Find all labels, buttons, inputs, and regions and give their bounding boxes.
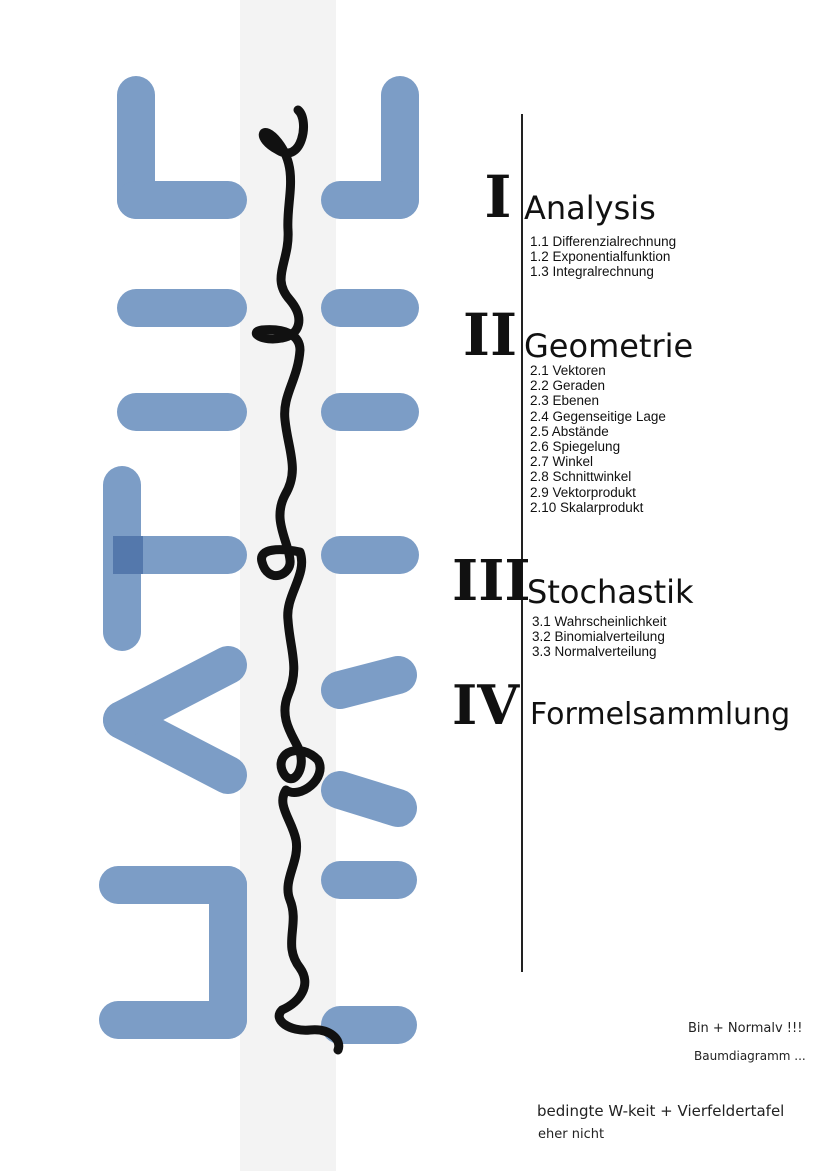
letter-e-shape bbox=[117, 76, 419, 219]
topic-item[interactable]: 2.7 Winkel bbox=[530, 454, 594, 470]
topic-item[interactable]: 2.5 Abstände bbox=[530, 423, 609, 439]
topic-item[interactable]: 2.6 Spiegelung bbox=[530, 439, 621, 455]
topic-item[interactable]: 3.1 Wahrscheinlichkeit bbox=[532, 614, 667, 629]
letter-h-shape bbox=[117, 289, 419, 431]
section-title-geometrie[interactable]: Geometrie bbox=[524, 327, 694, 365]
topic-item[interactable]: 2.9 Vektorprodukt bbox=[530, 484, 636, 500]
topic-item[interactable]: 1.3 Integralrechnung bbox=[530, 264, 654, 280]
geometrie-topic-list: 2.1 Vektoren 2.2 Geraden 2.3 Ebenen 2.4 … bbox=[530, 363, 666, 515]
letter-m-shape bbox=[99, 861, 417, 1044]
section-title-analysis[interactable]: Analysis bbox=[524, 189, 656, 227]
topic-item[interactable]: 1.1 Differenzialrechnung bbox=[530, 234, 677, 249]
overlap-highlight bbox=[113, 536, 143, 574]
section-numeral-2: II bbox=[462, 301, 518, 369]
handwritten-note-2: Baumdiagramm ... bbox=[694, 1049, 806, 1063]
topic-item[interactable]: 3.3 Normalverteilung bbox=[532, 644, 657, 660]
topic-item[interactable]: 3.2 Binomialverteilung bbox=[532, 629, 665, 645]
analysis-topic-list: 1.1 Differenzialrechnung 1.2 Exponential… bbox=[530, 234, 676, 280]
stochastik-topic-list: 3.1 Wahrscheinlichkeit 3.2 Binomialverte… bbox=[532, 614, 667, 660]
letter-a-shape bbox=[103, 646, 417, 827]
topic-item[interactable]: 2.10 Skalarprodukt bbox=[530, 499, 644, 515]
section-title-stochastik[interactable]: Stochastik bbox=[527, 573, 694, 611]
topic-item[interactable]: 1.2 Exponentialfunktion bbox=[530, 249, 671, 265]
handwritten-note-3: bedingte W-keit + Vierfeldertafel bbox=[537, 1102, 785, 1120]
section-numeral-1: I bbox=[484, 163, 512, 231]
divider-line bbox=[521, 114, 523, 972]
topic-item[interactable]: 2.1 Vektoren bbox=[530, 363, 606, 378]
section-numeral-3: III bbox=[452, 548, 531, 614]
handwritten-note-1: Bin + Normalv !!! bbox=[688, 1021, 803, 1036]
handwritten-note-4: eher nicht bbox=[538, 1127, 605, 1142]
section-numeral-4: IV bbox=[452, 673, 520, 737]
topic-item[interactable]: 2.8 Schnittwinkel bbox=[530, 469, 632, 485]
section-title-formelsammlung[interactable]: Formelsammlung bbox=[530, 697, 791, 732]
topic-item[interactable]: 2.2 Geraden bbox=[530, 378, 606, 394]
topic-item[interactable]: 2.3 Ebenen bbox=[530, 393, 600, 409]
handwritten-mathe-scribble bbox=[251, 105, 344, 1055]
topic-item[interactable]: 2.4 Gegenseitige Lage bbox=[530, 408, 666, 424]
